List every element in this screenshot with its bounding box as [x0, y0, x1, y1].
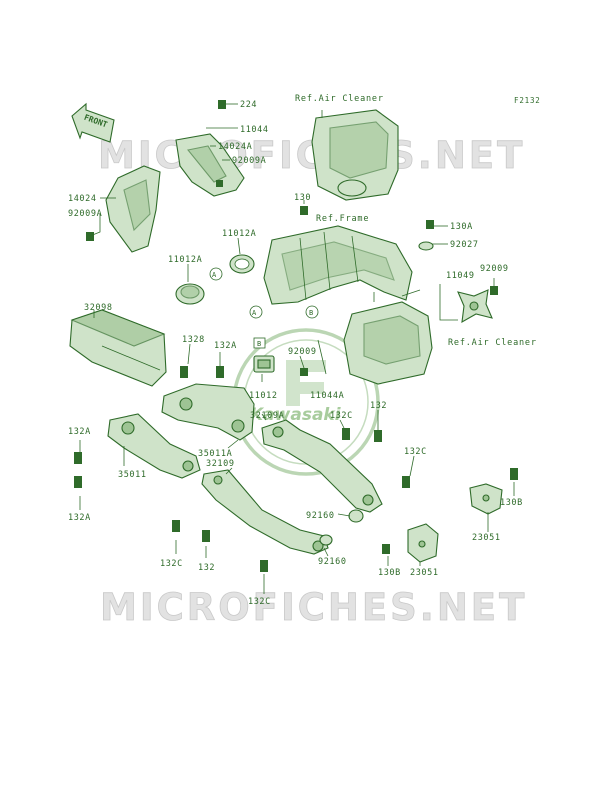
kawasaki-logo: Kawasaki [232, 328, 380, 476]
svg-text:B: B [309, 309, 313, 317]
cover-14024a-part [175, 133, 245, 197]
ref-air-cleaner-top: Ref.Air Cleaner [295, 94, 384, 104]
part-label: 130B [378, 568, 401, 578]
part-label: 132A [68, 427, 91, 437]
bracket-35011a-part [161, 383, 255, 441]
leader-lines [79, 103, 515, 594]
watermark-top: MICROFICHES.NET [98, 134, 525, 177]
arm-32109a-part [261, 419, 383, 513]
air-cleaner-right-part [343, 289, 433, 385]
marker-a-1: A [209, 267, 223, 281]
part-label: 130 [294, 193, 311, 203]
figure-code: F2132 [514, 96, 541, 105]
part-label: 35011 [118, 470, 147, 480]
fan-11049-part [439, 284, 493, 324]
part-label: 224 [240, 100, 257, 110]
part-label: 11012A [222, 229, 256, 239]
bracket-23051-right [469, 483, 503, 515]
kawasaki-logo-text: Kawasaki [250, 405, 342, 425]
collar-92160-lower [319, 534, 333, 546]
part-label: 35011A [198, 449, 232, 459]
arm-32109-part [201, 469, 329, 555]
part-labels: 224 11044 14024A 92009A 14024 92009A 130… [68, 100, 523, 607]
part-label: 132A [68, 513, 91, 523]
marker-a-2: A [249, 305, 263, 319]
part-label: 11012A [168, 255, 202, 265]
part-label: 132C [404, 447, 427, 457]
svg-text:A: A [252, 309, 257, 317]
cover-14024-part [105, 165, 161, 253]
part-label: 23051 [472, 533, 501, 543]
marker-b-2: B [253, 337, 266, 349]
collar-92160-upper [348, 509, 364, 523]
watermark-bottom: MICROFICHES.NET [100, 586, 527, 629]
air-cleaner-top-part [311, 109, 399, 201]
part-label: 132 [370, 401, 387, 411]
bracket-35011-part [107, 413, 201, 479]
part-label: 32098 [84, 303, 113, 313]
duct-32098-part [69, 309, 167, 387]
part-label: 14024 [68, 194, 97, 204]
frame-part [263, 225, 413, 305]
part-label: 92160 [318, 557, 347, 567]
part-label: 92009A [232, 156, 266, 166]
part-label: 130A [450, 222, 473, 232]
bracket-23051-lower [407, 523, 439, 563]
part-label: 1328 [182, 335, 205, 345]
part-label: 92009 [288, 347, 317, 357]
part-label: 32109 [206, 459, 235, 469]
part-label: 23051 [410, 568, 439, 578]
svg-text:A: A [212, 271, 217, 279]
grommet-11012-part [253, 355, 275, 373]
cap-11012a-left [175, 283, 205, 305]
part-label: 92027 [450, 240, 479, 250]
part-label: 92160 [306, 511, 335, 521]
part-label: 132 [198, 563, 215, 573]
bolts [74, 100, 518, 572]
part-label: 14024A [218, 142, 252, 152]
part-label: 132C [160, 559, 183, 569]
part-label: 132C [248, 597, 271, 607]
front-arrow: FRONT [71, 102, 115, 143]
cap-11012a-right [229, 254, 255, 274]
ref-air-cleaner-right: Ref.Air Cleaner [448, 338, 537, 348]
part-label: 11012 [249, 391, 278, 401]
part-label: 32109A [250, 411, 284, 421]
part-label: 92009A [68, 209, 102, 219]
part-label: 92009 [480, 264, 509, 274]
ref-frame: Ref.Frame [316, 214, 369, 224]
part-label: 130B [500, 498, 523, 508]
part-label: 132A [214, 341, 237, 351]
marker-b-1: B [305, 305, 319, 319]
washer-92027-part [418, 241, 434, 251]
part-label: 132C [330, 411, 353, 421]
part-label: 11044 [240, 125, 269, 135]
svg-text:B: B [257, 340, 261, 348]
part-label: 11049 [446, 271, 475, 281]
part-label: 11044A [310, 391, 344, 401]
